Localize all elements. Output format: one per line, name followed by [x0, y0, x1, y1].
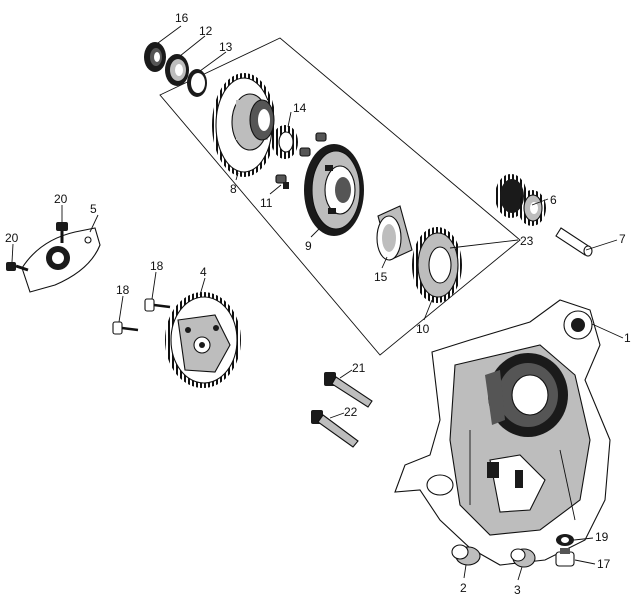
- part-4-oil-pump: [165, 292, 241, 388]
- part-9-starter-clutch: [304, 144, 364, 236]
- callout-12: 12: [199, 24, 213, 38]
- part-3-bushing: [510, 548, 536, 568]
- callout-15: 15: [374, 270, 388, 284]
- callout-13: 13: [219, 40, 233, 54]
- callout-16: 16: [175, 11, 189, 25]
- callout-4: 4: [200, 265, 207, 279]
- part-15-sleeve: [376, 205, 413, 261]
- part-10-gear: [412, 227, 462, 303]
- callout-20a: 20: [54, 192, 68, 206]
- callout-18a: 18: [150, 259, 164, 273]
- callout-14: 14: [293, 101, 307, 115]
- callout-8: 8: [230, 182, 237, 196]
- part-11-bolts: [275, 132, 327, 189]
- callout-2: 2: [460, 581, 467, 595]
- callout-7: 7: [619, 232, 626, 246]
- callout-5: 5: [90, 202, 97, 216]
- callout-9: 9: [305, 239, 312, 253]
- part-1-crankcase: [394, 299, 611, 566]
- callout-17: 17: [597, 557, 611, 571]
- assembly-outline-23: [159, 37, 521, 356]
- part-8-starter-driven-gear: [212, 73, 276, 177]
- part-21-bolt: [324, 372, 373, 408]
- part-17-plug: [555, 548, 575, 567]
- part-5-cover-plate: [21, 227, 101, 293]
- part-13-washer: [187, 69, 207, 97]
- callout-10: 10: [416, 322, 430, 336]
- part-6-idle-gear: [495, 174, 546, 226]
- callout-23: 23: [520, 234, 534, 248]
- callout-22: 22: [344, 405, 358, 419]
- callout-3: 3: [514, 583, 521, 597]
- part-2-bushing: [451, 544, 481, 566]
- part-22-bolt: [311, 410, 359, 448]
- callout-20b: 20: [5, 231, 19, 245]
- part-12-bearing: [165, 54, 189, 86]
- leader-lines: [11, 25, 624, 581]
- part-18-screws: [112, 298, 171, 335]
- callout-19: 19: [595, 530, 609, 544]
- part-16-oil-seal: [144, 42, 166, 72]
- part-7-shaft: [555, 227, 593, 257]
- callout-6: 6: [550, 193, 557, 207]
- callout-18b: 18: [116, 283, 130, 297]
- callout-11: 11: [260, 196, 273, 210]
- callout-1: 1: [624, 331, 631, 345]
- part-19-washer: [556, 534, 574, 546]
- callout-21: 21: [352, 361, 366, 375]
- part-20-bolts: [6, 222, 68, 272]
- part-14-needle-bearing: [272, 125, 298, 159]
